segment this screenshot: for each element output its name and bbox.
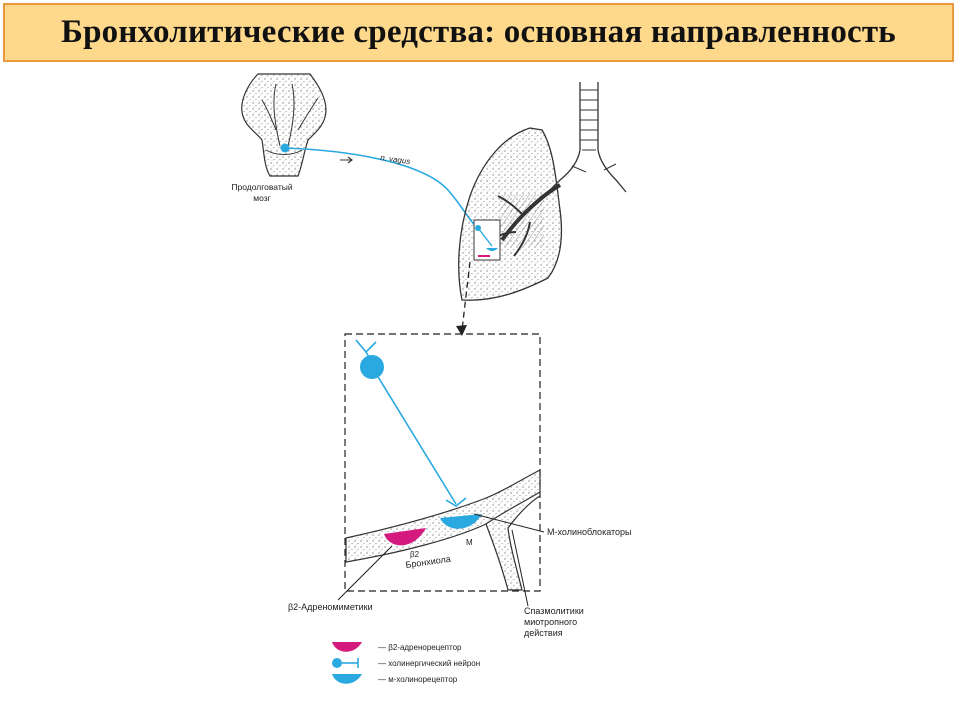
- medulla-label-line1: Продолговатый: [231, 182, 292, 192]
- myotropic-label-line2: миотропного: [524, 617, 577, 627]
- m-receptor-shape: [440, 514, 482, 529]
- legend-item-beta2: — β2-адренорецептор: [378, 643, 462, 652]
- title-bar: Бронхолитические средства: основная напр…: [3, 3, 954, 62]
- myotropic-label-line3: действия: [524, 628, 563, 638]
- legend-item-neuron: — холинергический нейрон: [378, 659, 480, 668]
- trachea-illustration: [547, 82, 627, 193]
- legend: — β2-адренорецептор — холинергический не…: [332, 642, 480, 684]
- myotropic-label-line1: Спазмолитики: [524, 606, 584, 616]
- medulla-label-line2: мозг: [253, 193, 270, 203]
- cholinergic-neuron-zoom: [355, 339, 467, 507]
- m-mark-label: M: [466, 538, 473, 547]
- legend-item-m-receptor: — м-холинорецептор: [378, 675, 458, 684]
- page-title: Бронхолитические средства: основная напр…: [61, 14, 896, 50]
- arrow-icon: [340, 156, 353, 164]
- zoom-connector-line: [461, 261, 471, 331]
- zoom-box: [344, 333, 541, 592]
- beta-mark-label: β2: [410, 550, 420, 559]
- medulla-illustration: [241, 73, 327, 177]
- m-blockers-label: М-холиноблокаторы: [547, 527, 632, 537]
- cholinergic-neuron-icon: [332, 658, 342, 668]
- m-receptor-icon: [332, 674, 362, 684]
- myotropic-pointer: [511, 529, 529, 607]
- b2-agonists-pointer: [337, 545, 393, 601]
- vagus-label: n. vagus: [380, 153, 411, 166]
- beta2-receptor-shape: [384, 528, 426, 546]
- beta2-receptor-icon: [332, 642, 362, 652]
- zoom-arrow-icon: [456, 325, 467, 336]
- lung-illustration: [458, 127, 563, 301]
- bronchiole-illustration: [345, 469, 541, 591]
- b2-agonists-label: β2-Адреномиметики: [288, 602, 373, 612]
- m-blockers-pointer: [473, 513, 545, 533]
